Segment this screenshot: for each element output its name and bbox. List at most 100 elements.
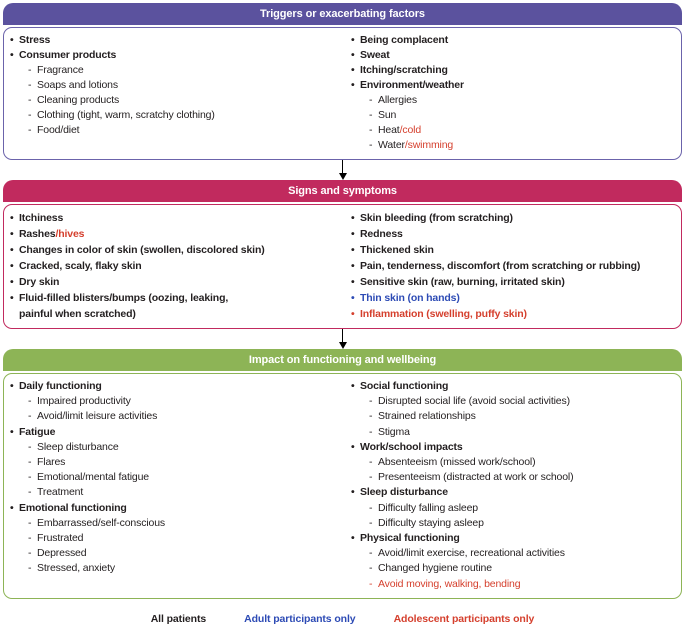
item-text-segment: Environment/weather	[360, 79, 464, 91]
impact-box-header: Impact on functioning and wellbeing	[3, 349, 682, 371]
sub-list-item: -Difficulty falling asleep	[351, 501, 675, 516]
dash-marker: -	[28, 79, 32, 91]
list-item: •Social functioning	[351, 379, 675, 394]
item-text: Sleep disturbance	[37, 440, 119, 455]
dash-marker: -	[369, 94, 373, 106]
item-text-segment: Allergies	[378, 94, 417, 106]
item-text: Thin skin (on hands)	[360, 290, 460, 306]
triggers-left-column: •Stress•Consumer products-Fragrance-Soap…	[10, 33, 351, 153]
bullet-marker: •	[10, 34, 14, 46]
dash-marker: -	[369, 501, 373, 514]
triggers-box: Triggers or exacerbating factors •Stress…	[3, 3, 682, 160]
item-text: Emotional/mental fatigue	[37, 470, 149, 485]
item-text: Social functioning	[360, 379, 448, 394]
bullet-marker: •	[351, 212, 355, 224]
impact-right-column: •Social functioning-Disrupted social lif…	[351, 379, 675, 592]
bullet-marker: •	[351, 486, 355, 499]
sub-list-item: -Avoid/limit exercise, recreational acti…	[351, 546, 675, 561]
down-arrow-head	[338, 342, 347, 349]
item-text-segment: Depressed	[37, 547, 87, 560]
item-text-segment: Sweat	[360, 49, 390, 61]
item-text: Pain, tenderness, discomfort (from scrat…	[360, 258, 640, 274]
sub-list-item: -Fragrance	[10, 63, 351, 78]
item-text: painful when scratched)	[19, 306, 136, 322]
sub-list-item: -Difficulty staying asleep	[351, 516, 675, 531]
list-item: •Sweat	[351, 48, 675, 63]
dash-marker: -	[28, 124, 32, 136]
dash-marker: -	[28, 516, 32, 529]
legend-adolescent-participants-only: Adolescent participants only	[393, 612, 535, 625]
item-text-segment: Itchiness	[19, 212, 64, 224]
item-text: Presenteeism (distracted at work or scho…	[378, 470, 574, 485]
bullet-marker: •	[351, 64, 355, 76]
item-text-segment: Thickened skin	[360, 244, 434, 256]
bullet-marker: •	[10, 380, 14, 392]
bullet-marker: •	[351, 244, 355, 256]
sub-list-item: -Heat/cold	[351, 123, 675, 138]
list-item: •Work/school impacts	[351, 440, 675, 455]
item-text: Sweat	[360, 48, 390, 63]
sub-list-item: -Strained relationships	[351, 409, 675, 424]
item-text: Fatigue	[19, 425, 55, 440]
list-item: •Cracked, scaly, flaky skin	[10, 258, 351, 274]
item-text-segment: Soaps and lotions	[37, 79, 118, 91]
item-text-segment: Changes in color of skin (swollen, disco…	[19, 244, 265, 256]
bullet-marker: •	[351, 34, 355, 46]
sub-list-item: -Depressed	[10, 546, 351, 561]
item-text-segment: Treatment	[37, 486, 84, 499]
item-text-segment: Redness	[360, 228, 403, 240]
item-text: Depressed	[37, 546, 87, 561]
item-text: Difficulty falling asleep	[378, 501, 478, 516]
legend-adult-participants-only: Adult participants only	[244, 612, 356, 625]
item-text: Rashes/hives	[19, 226, 84, 242]
item-text: Avoid/limit exercise, recreational activ…	[378, 546, 565, 561]
item-text-segment: Cleaning products	[37, 94, 120, 106]
item-text: Emotional functioning	[19, 501, 127, 516]
item-text-segment: Food/diet	[37, 124, 80, 136]
item-text-segment: Fragrance	[37, 64, 84, 76]
list-item: •Thin skin (on hands)	[351, 290, 675, 306]
item-text: Treatment	[37, 485, 83, 500]
dash-marker: -	[28, 532, 32, 545]
dash-marker: -	[369, 516, 373, 529]
sub-list-item: -Absenteeism (missed work/school)	[351, 455, 675, 470]
sub-list-item: -Stigma	[351, 425, 675, 440]
item-text-segment: Sleep disturbance	[37, 440, 119, 453]
legend: All patients Adult participants only Ado…	[3, 613, 682, 625]
bullet-marker: •	[10, 244, 14, 256]
legend-all-patients: All patients	[150, 612, 207, 625]
bullet-marker: •	[10, 212, 14, 224]
item-text: Sun	[378, 108, 396, 123]
item-text-segment: Stressed, anxiety	[37, 562, 115, 575]
item-text: Itching/scratching	[360, 63, 448, 78]
item-text: Embarrassed/self-conscious	[37, 516, 165, 531]
item-text: Water/swimming	[378, 138, 453, 153]
dash-marker: -	[28, 94, 32, 106]
item-text-segment: Avoid/limit leisure activities	[37, 410, 158, 423]
down-arrow-line	[341, 329, 344, 342]
signs-symptoms-right-column: • Skin bleeding (from scratching) • Redness…	[351, 210, 675, 322]
dash-marker: -	[28, 109, 32, 121]
item-text-segment: Sun	[378, 109, 397, 121]
item-text: Inflammation (swelling, puffy skin)	[360, 306, 527, 322]
list-item: •Dry skin	[10, 274, 351, 290]
sub-list-item: -Sleep disturbance	[10, 440, 351, 455]
bullet-marker: •	[10, 292, 14, 304]
item-text: Thickened skin	[360, 242, 434, 258]
impact-box-title: Impact on functioning and wellbeing	[248, 354, 437, 366]
item-text-segment: Work/school impacts	[360, 440, 463, 453]
list-item: • Itching/scratching	[351, 63, 675, 78]
sub-list-item: -Emotional/mental fatigue	[10, 470, 351, 485]
sub-list-item: -Clothing (tight, warm, scratchy clothin…	[10, 108, 351, 123]
list-item: •Fluid-filled blisters/bumps (oozing, le…	[10, 290, 351, 306]
bullet-marker: •	[10, 501, 14, 514]
item-text-segment: Being complacent	[360, 34, 449, 46]
item-text: Soaps and lotions	[37, 78, 118, 93]
item-text: Skin bleeding (from scratching)	[360, 210, 513, 226]
item-text-segment: Sensitive skin (raw, burning, irritated …	[360, 276, 565, 288]
item-text-segment: Water	[378, 139, 405, 151]
signs-symptoms-box-body: • Itchiness • Rashes/hives • Changes in color…	[3, 204, 682, 329]
dash-marker: -	[28, 395, 32, 408]
item-text-segment: Difficulty staying asleep	[378, 516, 484, 529]
